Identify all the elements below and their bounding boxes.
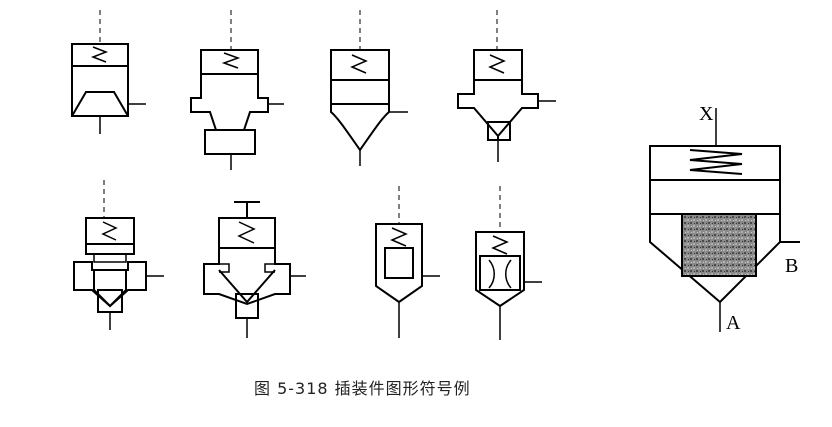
large-cartridge-symbol: X B A xyxy=(649,103,800,334)
port-label-b: B xyxy=(785,255,798,277)
figure-caption: 图 5-318 插装件图形符号例 xyxy=(254,379,471,398)
port-label-a: A xyxy=(726,312,741,334)
symbol-7 xyxy=(375,186,440,338)
port-label-x: X xyxy=(699,103,714,125)
symbol-3 xyxy=(330,10,408,166)
symbol-1 xyxy=(71,10,146,134)
symbol-2 xyxy=(190,10,284,170)
symbol-6 xyxy=(203,201,306,338)
symbol-5 xyxy=(73,180,164,330)
symbol-4 xyxy=(457,10,556,162)
symbol-8 xyxy=(475,186,542,340)
